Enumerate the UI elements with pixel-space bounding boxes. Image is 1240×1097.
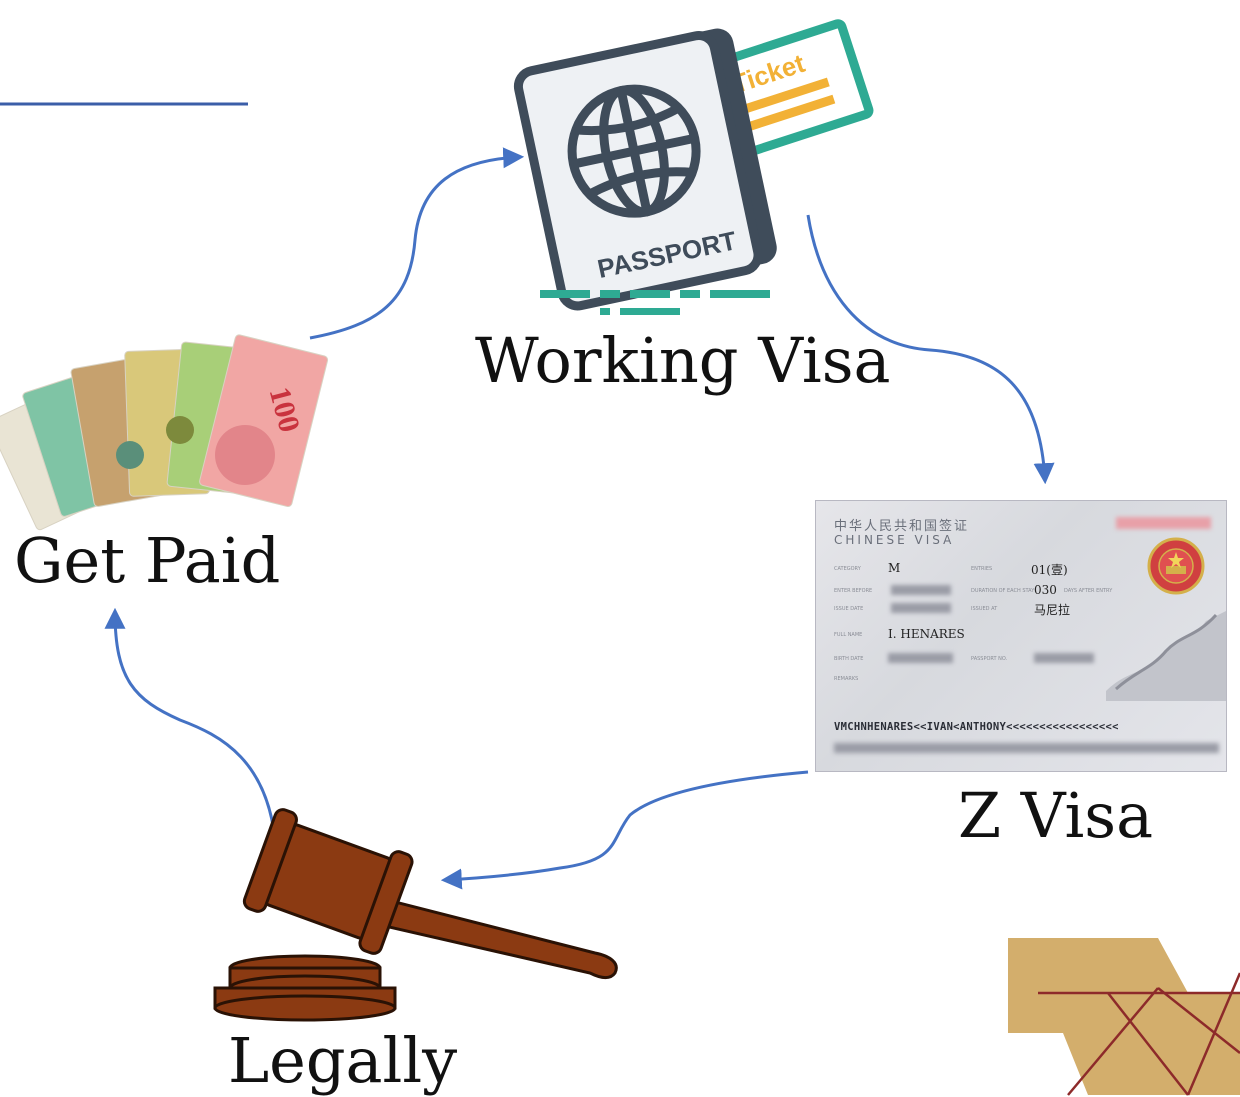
arrow-getpaid-to-workingvisa — [309, 147, 525, 340]
visa-label-duration: DURATION OF EACH STAY — [971, 588, 1035, 594]
visa-label-full-name: FULL NAME — [834, 632, 863, 638]
visa-category: M — [888, 561, 901, 575]
visa-label-issued-at: ISSUED AT — [971, 606, 998, 612]
visa-header-en: CHINESE VISA — [834, 533, 955, 547]
visa-label-remarks: REMARKS — [834, 676, 859, 682]
great-wall-illustration — [1106, 611, 1226, 701]
visa-full-name: I. HENARES — [888, 627, 965, 641]
node-label-get-paid: Get Paid — [14, 524, 281, 597]
visa-duration: 030 — [1034, 583, 1057, 597]
visa-redacted-number — [1116, 517, 1211, 529]
node-label-legally: Legally — [228, 1024, 458, 1097]
visa-duration-suffix: DAYS AFTER ENTRY — [1064, 588, 1113, 594]
visa-redacted-birth-date — [888, 653, 953, 663]
visa-label-category: CATEGORY — [834, 566, 861, 572]
visa-redacted-enter-before — [891, 585, 951, 595]
visa-label-issue-date: ISSUE DATE — [834, 606, 864, 612]
visa-redacted-passport-no — [1034, 653, 1094, 663]
visa-header-cn: 中华人民共和国签证 — [834, 519, 970, 534]
globe-icon — [567, 84, 701, 218]
visa-issued-at: 马尼拉 — [1034, 603, 1071, 617]
visa-label-passport-no: PASSPORT NO. — [971, 656, 1008, 662]
node-label-z-visa: Z Visa — [958, 779, 1154, 852]
gavel-icon — [213, 808, 618, 1022]
national-emblem-icon — [1147, 537, 1205, 595]
visa-redacted-issue-date — [891, 603, 951, 613]
banknotes-fan-icon: 100 — [0, 334, 329, 531]
visa-mrz-redacted-line — [834, 743, 1219, 753]
visa-entries: 01(壹) — [1031, 563, 1068, 577]
node-label-working-visa: Working Visa — [475, 324, 891, 397]
visa-mrz-line: VMCHNHENARES<<IVAN<ANTHONY<<<<<<<<<<<<<<… — [834, 721, 1119, 733]
visa-label-enter-before: ENTER BEFORE — [834, 588, 873, 594]
passport-illustration: Ticket PASSPORT — [513, 19, 874, 315]
visa-label-birth-date: BIRTH DATE — [834, 656, 864, 662]
corner-logo-mark — [1008, 938, 1240, 1096]
visa-label-entries: ENTRIES — [971, 566, 993, 572]
visa-document: 中华人民共和国签证 CHINESE VISA CATEGORY M ENTRIE… — [815, 500, 1227, 772]
